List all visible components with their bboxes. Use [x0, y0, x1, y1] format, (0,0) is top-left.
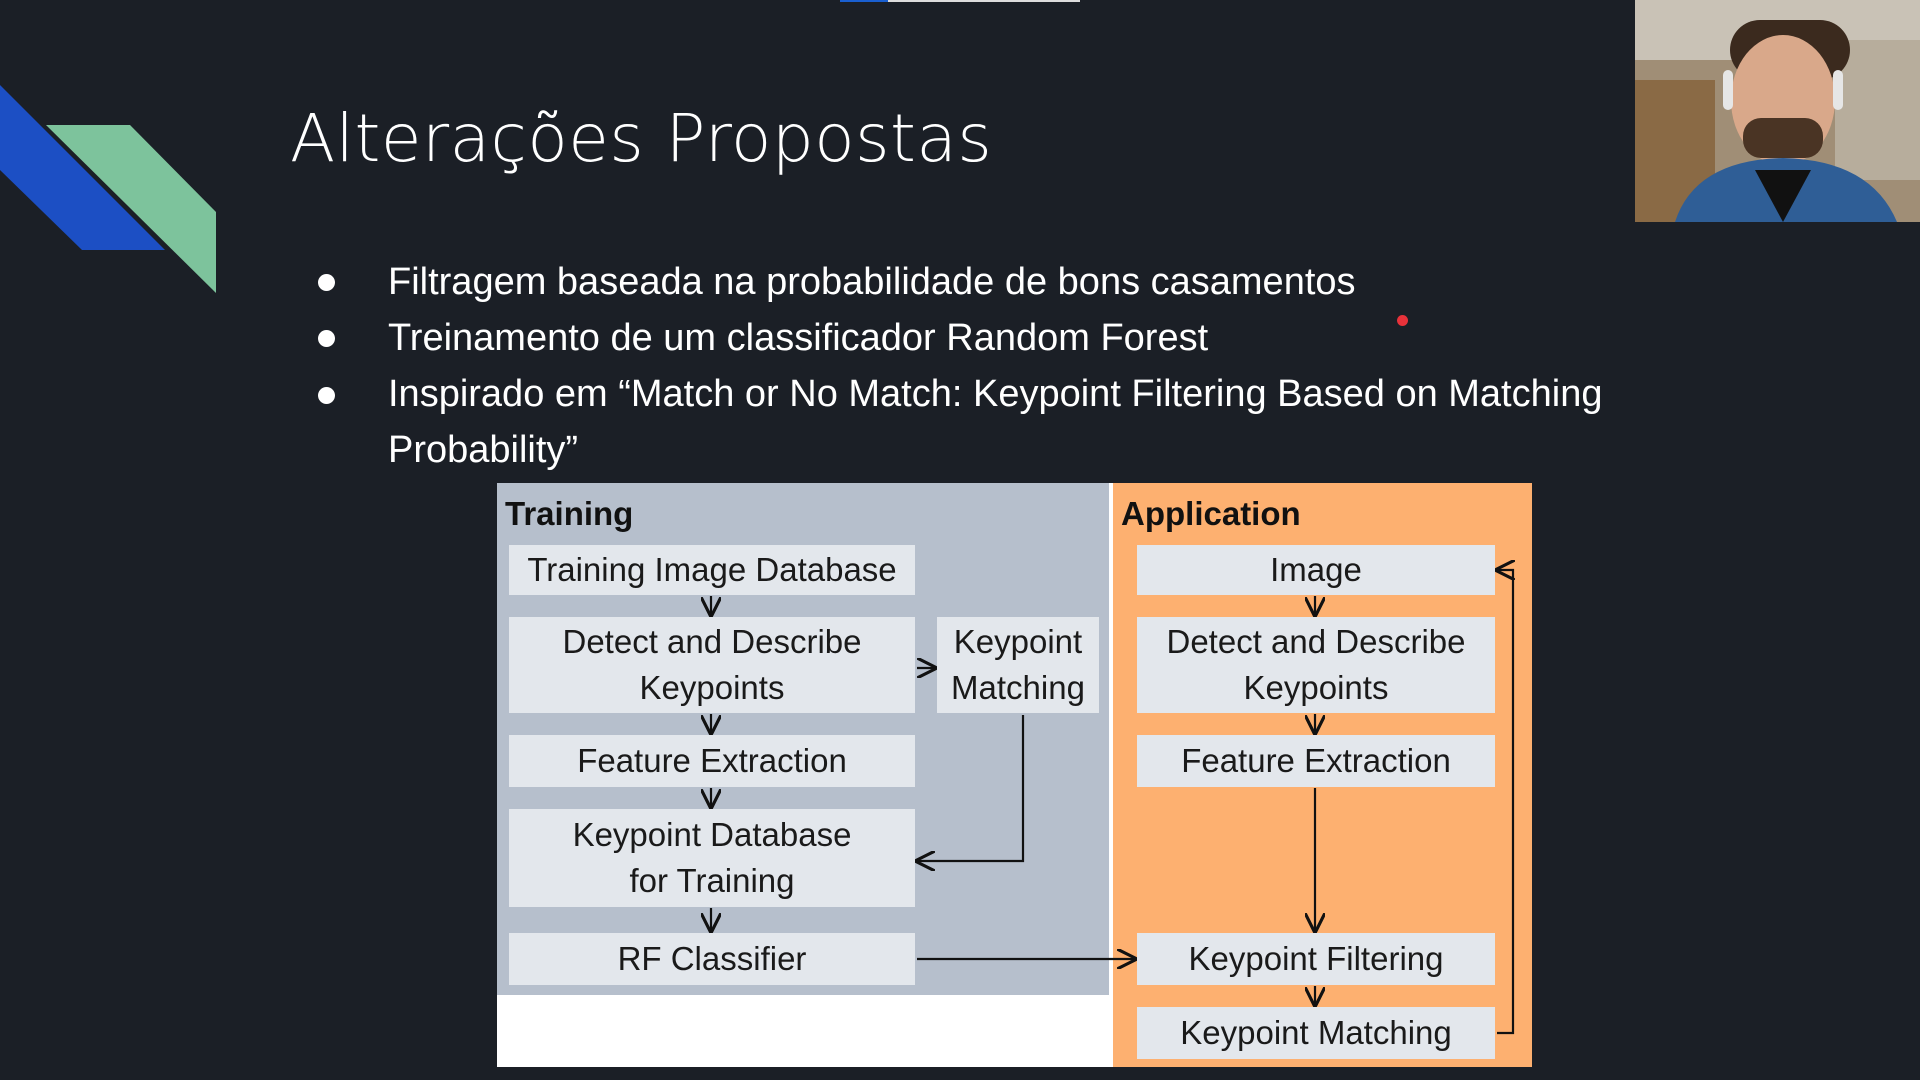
slide-progress-fill	[840, 0, 888, 2]
bullet-item-continuation: Probability”	[388, 429, 579, 471]
green-stripe-shape	[46, 125, 216, 293]
application-title: Application	[1121, 495, 1301, 532]
bullet-item: Filtragem baseada na probabilidade de bo…	[388, 261, 1356, 303]
training-image-database-box: Training Image Database	[509, 545, 915, 595]
keypoint-database-box: Keypoint Database for Training	[509, 809, 915, 907]
rf-classifier-box: RF Classifier	[509, 933, 915, 985]
laser-pointer-dot	[1397, 315, 1408, 326]
slide-progress-track	[840, 0, 1080, 2]
training-keypoint-matching-box: Keypoint Matching	[937, 617, 1099, 713]
application-feature-extraction-box: Feature Extraction	[1137, 735, 1495, 787]
corner-decoration	[0, 85, 216, 293]
training-title: Training	[505, 495, 634, 532]
application-keypoint-matching-box: Keypoint Matching	[1137, 1007, 1495, 1059]
bullet-dot	[318, 387, 335, 404]
bullet-dot	[318, 274, 335, 291]
training-detect-describe-box: Detect and Describe Keypoints	[509, 617, 915, 713]
arrow-matching-to-kpdb	[917, 715, 1025, 861]
application-image-box: Image	[1137, 545, 1495, 595]
bullet-item: Inspirado em “Match or No Match: Keypoin…	[388, 373, 1603, 415]
bullet-dot	[318, 330, 335, 347]
training-feature-extraction-box: Feature Extraction	[509, 735, 915, 787]
diagram-edges	[497, 483, 1532, 1035]
slide-title: Alterações Propostas	[290, 100, 993, 177]
keypoint-filtering-box: Keypoint Filtering	[1137, 933, 1495, 985]
application-detect-describe-box: Detect and Describe Keypoints	[1137, 617, 1495, 713]
presenter-video-icon	[1635, 0, 1920, 222]
arrow-matching-feedback-to-image	[1497, 570, 1513, 1035]
blue-stripe-shape	[0, 85, 165, 250]
bullet-item: Treinamento de um classificador Random F…	[388, 317, 1209, 359]
presenter-webcam	[1635, 0, 1920, 222]
pipeline-diagram: Training Application Training Image Data…	[497, 483, 1532, 1067]
